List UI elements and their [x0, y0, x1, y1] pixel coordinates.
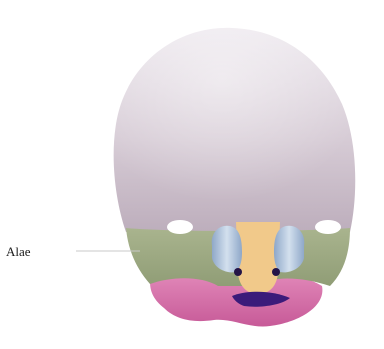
right-eye [315, 220, 341, 234]
left-eye [167, 220, 193, 234]
right-ala [274, 226, 304, 273]
cranium-highlight [114, 28, 356, 232]
left-ala [212, 226, 242, 273]
right-nostril [272, 268, 280, 276]
alae-label: Alae [6, 244, 31, 260]
medial-nasal-process [236, 222, 280, 294]
left-nostril [234, 268, 242, 276]
